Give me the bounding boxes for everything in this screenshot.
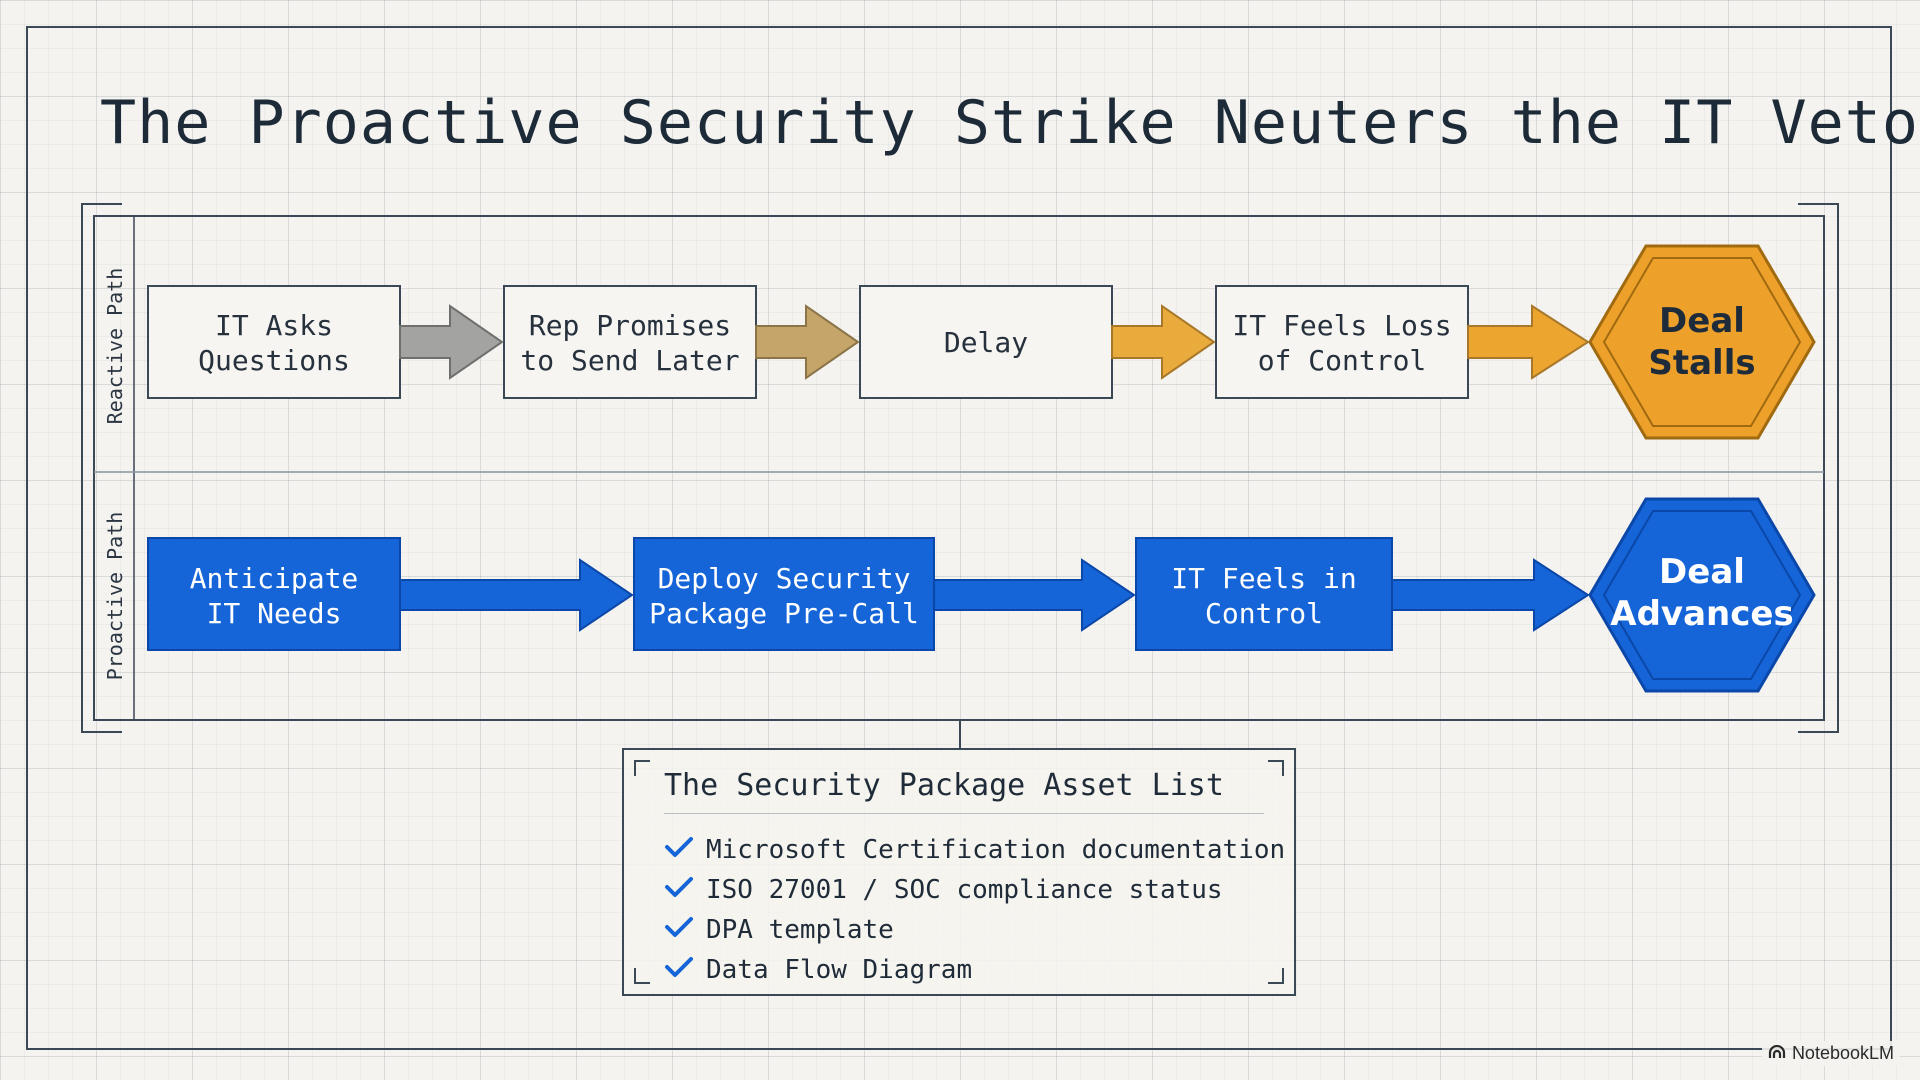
watermark-label: NotebookLM	[1791, 1043, 1894, 1063]
notebooklm-logo-icon	[1768, 1043, 1786, 1064]
list-item: Data Flow Diagram	[664, 950, 1285, 990]
page-title: The Proactive Security Strike Neuters th…	[100, 88, 1920, 158]
asset-item-label: Data Flow Diagram	[706, 955, 973, 985]
reactive-step-4-line2: of Control	[1258, 344, 1427, 377]
outcome-reactive-line2: Stalls	[1648, 343, 1755, 383]
asset-list: Microsoft Certification documentation IS…	[664, 830, 1285, 990]
checkmark-icon	[664, 955, 698, 986]
corner-bracket	[1268, 968, 1284, 984]
corner-bracket	[634, 968, 650, 984]
asset-item-label: ISO 27001 / SOC compliance status	[706, 875, 1223, 905]
reactive-step-2-line2: to Send Later	[520, 344, 739, 377]
arrow-right-icon	[1111, 304, 1216, 380]
reactive-step-box	[1215, 285, 1469, 399]
proactive-lane: Anticipate IT Needs Deploy Security Pack…	[147, 497, 1816, 693]
hexagon-inner-outline	[1602, 257, 1802, 427]
lane-label-proactive: Proactive Path	[103, 512, 127, 681]
asset-list-title: The Security Package Asset List	[664, 768, 1264, 814]
list-item: DPA template	[664, 910, 1285, 950]
reactive-step-box	[147, 285, 401, 399]
asset-item-label: Microsoft Certification documentation	[706, 835, 1286, 865]
list-item: ISO 27001 / SOC compliance status	[664, 870, 1285, 910]
proactive-step-1-line2: IT Needs	[207, 597, 342, 630]
slide-frame	[26, 26, 1892, 1050]
reactive-lane: IT Asks Questions Rep Promises to Send L…	[147, 244, 1816, 440]
reactive-step-4-line1: IT Feels Loss	[1232, 309, 1451, 342]
outcome-proactive-line1: Deal	[1659, 552, 1745, 592]
proactive-step-3-line1: IT Feels in	[1171, 562, 1356, 595]
notebooklm-watermark: NotebookLM	[1761, 1041, 1900, 1066]
corner-bracket	[634, 760, 650, 776]
reactive-step-2-line1: Rep Promises	[529, 309, 731, 342]
lane-label-reactive: Reactive Path	[103, 268, 127, 425]
reactive-step-3-line1: Delay	[944, 326, 1028, 359]
hexagon-inner-outline	[1602, 510, 1802, 680]
checkmark-icon	[664, 835, 698, 866]
asset-list-panel: The Security Package Asset List Microsof…	[622, 748, 1296, 996]
proactive-step-box	[147, 537, 401, 651]
list-item: Microsoft Certification documentation	[664, 830, 1285, 870]
deal-stalls-hexagon	[1588, 244, 1816, 440]
proactive-step-3-line2: Control	[1205, 597, 1323, 630]
arrow-right-icon	[755, 304, 860, 380]
proactive-step-2-line1: Deploy Security	[658, 562, 911, 595]
reactive-step-1-line1: IT Asks	[215, 309, 333, 342]
checkmark-icon	[664, 875, 698, 906]
arrow-right-icon	[933, 558, 1136, 632]
outcome-proactive-line2: Advances	[1610, 594, 1793, 634]
arrow-right-icon	[1467, 304, 1590, 380]
arrow-right-icon	[399, 304, 504, 380]
corner-bracket	[1268, 760, 1284, 776]
outcome-reactive-line1: Deal	[1659, 301, 1745, 341]
diagram-brackets	[81, 203, 1839, 733]
deal-advances-hexagon	[1588, 497, 1816, 693]
proactive-step-box	[633, 537, 935, 651]
arrow-right-icon	[1391, 558, 1590, 632]
reactive-step-1-line2: Questions	[198, 344, 350, 377]
arrow-right-icon	[399, 558, 634, 632]
proactive-step-2-line2: Package Pre-Call	[649, 597, 919, 630]
checkmark-icon	[664, 915, 698, 946]
proactive-step-1-line1: Anticipate	[190, 562, 359, 595]
asset-item-label: DPA template	[706, 915, 894, 945]
reactive-step-box	[503, 285, 757, 399]
